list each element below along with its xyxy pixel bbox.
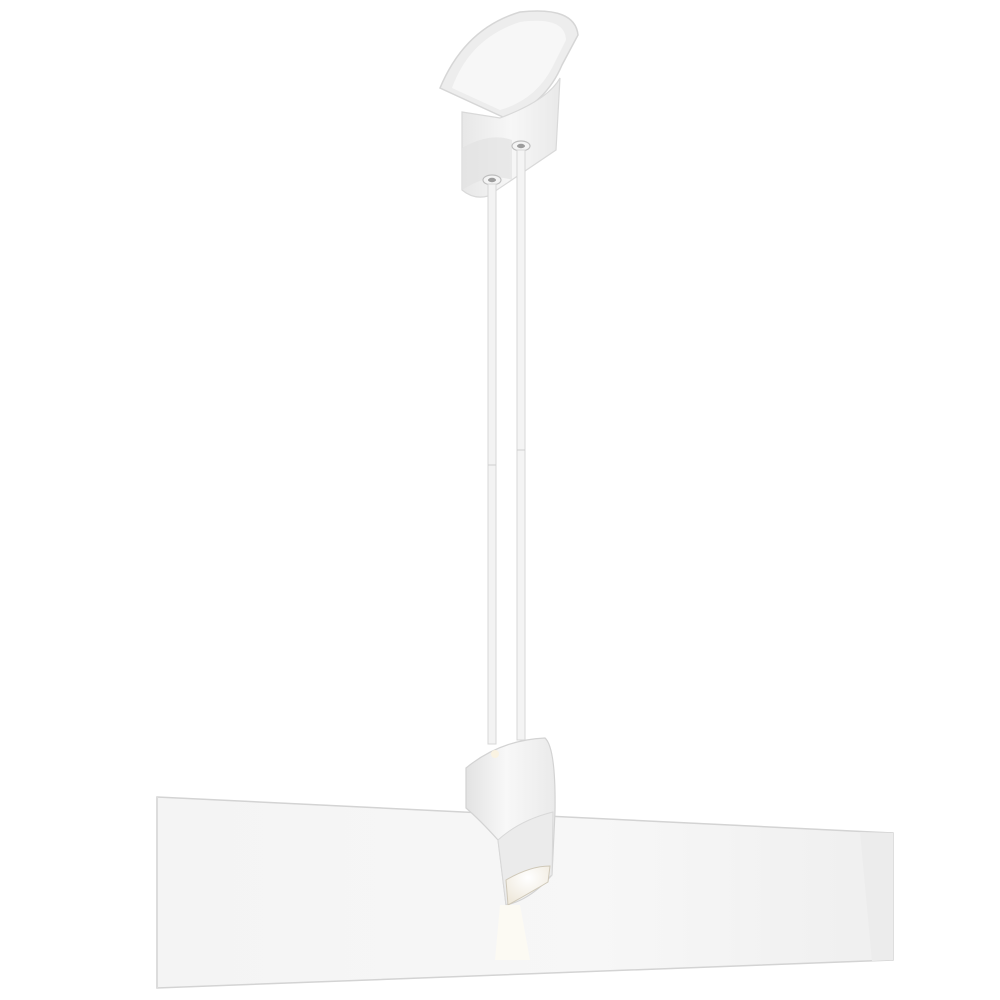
suspension-rods xyxy=(487,149,526,745)
ceiling-canopy xyxy=(439,10,579,198)
stem-connector xyxy=(482,140,531,186)
light-housing xyxy=(465,737,556,960)
